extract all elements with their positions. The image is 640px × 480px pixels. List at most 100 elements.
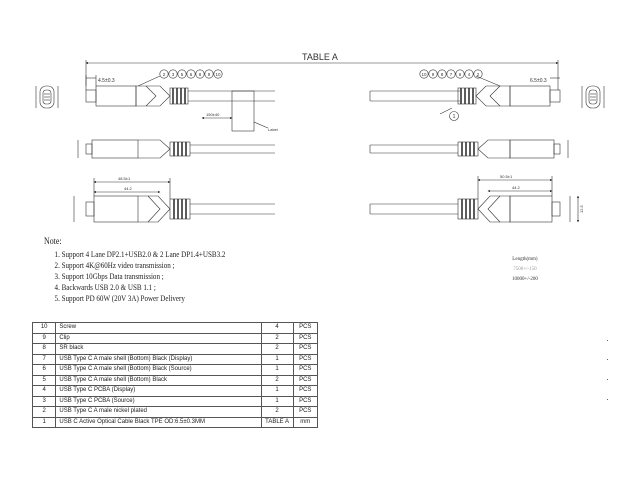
balloon-circle <box>455 69 465 79</box>
page-mark <box>607 340 609 342</box>
balloon-circle <box>437 69 447 79</box>
left-connector-top-view <box>85 85 275 132</box>
balloon-circle <box>159 69 169 79</box>
left-connector-bottom-view <box>73 195 275 223</box>
balloon-circle <box>446 69 456 79</box>
balloon-circle <box>428 69 438 79</box>
description-cell: Screw <box>55 322 262 334</box>
description-cell: USB Type C A male shell (Bottom) Black <box>55 374 262 386</box>
part-number-cell: 7 <box>31 353 57 365</box>
right-end-view <box>581 85 605 109</box>
length-header: Length(mm) <box>512 257 538 262</box>
dim-left-mid-width: 48.5±1 <box>118 176 131 181</box>
dim-left-mid-inner: 44.2 <box>124 186 133 191</box>
balloon-label: 10 <box>215 72 221 77</box>
left-end-view <box>35 85 59 109</box>
description-cell: USB Type C PCBA (Source) <box>55 395 262 407</box>
balloon-label: 7 <box>450 72 453 77</box>
balloon-circle <box>204 69 214 79</box>
part-number-cell: 3 <box>31 395 57 407</box>
balloon-circle <box>464 69 474 79</box>
unit-cell: PCS <box>292 364 319 376</box>
balloon-label: 6 <box>190 72 193 77</box>
quantity-cell: 1 <box>260 385 294 397</box>
left-connector-side-view <box>77 139 275 159</box>
right-connector-bottom-view <box>369 195 571 223</box>
part-number-cell: 9 <box>31 332 57 344</box>
description-cell: USB Type C A male nickel plated <box>55 406 262 418</box>
notes-title: Note: <box>44 236 62 246</box>
unit-cell: PCS <box>292 374 319 386</box>
balloon-label: 10 <box>421 72 427 77</box>
quantity-cell: 2 <box>260 332 294 344</box>
balloon-label: 8 <box>441 72 444 77</box>
balloon-label: 6 <box>459 72 462 77</box>
balloon-circle <box>419 69 429 79</box>
note-line: 5. Support PD 60W (20V 3A) Power Deliver… <box>54 294 185 303</box>
unit-cell: PCS <box>292 322 319 334</box>
description-cell: Clip <box>55 332 262 344</box>
balloon-circle <box>177 69 187 79</box>
balloon-label: 5 <box>181 72 184 77</box>
unit-cell: PCS <box>292 385 319 397</box>
description-cell: USB Type C A male shell (Bottom) Black (… <box>55 364 262 376</box>
quantity-cell: TABLE A <box>260 416 294 428</box>
notes-block: Note: 1. Support 4 Lane DP2.1+USB2.0 & 2… <box>44 236 225 304</box>
balloon-circle <box>213 69 223 79</box>
unit-cell: PCS <box>292 406 319 418</box>
dim-right-mid-width: 50.5±1 <box>500 174 513 179</box>
dim-left-top: 4.5±0.3 <box>98 78 115 84</box>
balloon-circle <box>168 69 178 79</box>
balloon-label: 1 <box>453 114 456 120</box>
unit-cell: PCS <box>292 332 319 344</box>
balloon-single: 1 <box>449 111 459 121</box>
quantity-cell: 1 <box>260 353 294 365</box>
unit-cell: mm <box>292 416 319 428</box>
quantity-cell: 2 <box>260 406 294 418</box>
balloon-label: 8 <box>199 72 202 77</box>
unit-cell: PCS <box>292 343 319 355</box>
cable-drawing: TABLE A 4.5±0.3 6.5±0.3 150±40 Label 48.… <box>35 52 605 223</box>
unit-cell: PCS <box>292 395 319 407</box>
length-table: Length(mm) 7500+/-150 10000+/-200 <box>512 255 538 285</box>
part-number-cell: 5 <box>31 374 57 386</box>
balloon-label: 2 <box>163 72 166 77</box>
quantity-cell: 1 <box>260 395 294 407</box>
balloon-circle <box>195 69 205 79</box>
part-number-cell: 6 <box>31 364 57 376</box>
note-line: 1. Support 4 Lane DP2.1+USB2.0 & 2 Lane … <box>54 250 226 259</box>
part-number-cell: 8 <box>31 343 57 355</box>
dim-right-top: 6.5±0.3 <box>530 78 547 84</box>
dim-right-height: 12.5 <box>579 204 584 213</box>
unit-cell: PCS <box>292 353 319 365</box>
dim-right-mid-inner: 44.2 <box>512 185 521 190</box>
quantity-cell: 1 <box>260 364 294 376</box>
page-mark <box>607 359 609 361</box>
balloon-label: 3 <box>172 72 175 77</box>
length-row-2: 10000+/-200 <box>512 277 538 282</box>
description-cell: USB Type C A male shell (Bottom) Black (… <box>55 353 262 365</box>
dim-label-length: 150±40 <box>206 112 220 117</box>
note-line: 2. Support 4K@60Hz video transmission ; <box>54 261 175 270</box>
part-number-cell: 2 <box>31 406 57 418</box>
right-connector-side-view <box>369 139 569 159</box>
balloon-label: 4 <box>468 72 471 77</box>
right-connector-top-view <box>369 85 561 115</box>
page-mark <box>607 379 609 381</box>
part-number-cell: 4 <box>31 385 57 397</box>
label-callout: Label <box>268 127 278 132</box>
quantity-cell: 2 <box>260 343 294 355</box>
quantity-cell: 4 <box>260 322 294 334</box>
balloon-circle <box>473 69 483 79</box>
